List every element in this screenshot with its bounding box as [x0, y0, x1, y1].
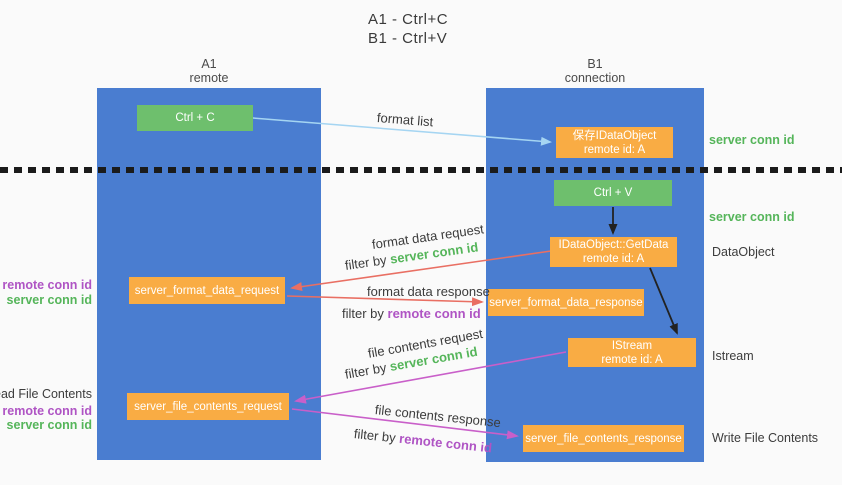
- istream-side-label: Istream: [712, 349, 754, 363]
- remote-conn-id-label: remote conn id: [2, 403, 92, 418]
- remote-conn-id-label: remote conn id: [2, 278, 92, 292]
- save-idataobject-box: 保存IDataObject remote id: A: [556, 127, 673, 158]
- arrow-format-list: [252, 117, 552, 146]
- lane-header-a1: A1 remote: [97, 57, 321, 85]
- server-format-data-request-box: server_format_data_request: [129, 277, 285, 304]
- idataobject-getdata-box: IDataObject::GetData remote id: A: [550, 237, 677, 267]
- istream-line1: IStream: [611, 339, 653, 352]
- server-file-contents-response-box: server_file_contents_response: [523, 425, 684, 452]
- format-data-response-filter-label: filter by remote conn id: [342, 306, 481, 321]
- diagram-title: A1 - Ctrl+C B1 - Ctrl+V: [368, 10, 448, 48]
- write-file-contents-label: Write File Contents: [712, 431, 819, 445]
- server-format-data-response-label: server_format_data_response: [489, 296, 643, 309]
- ctrl-v-label: Ctrl + V: [593, 187, 633, 199]
- ctrl-v-box: Ctrl + V: [554, 180, 672, 206]
- ctrl-c-label: Ctrl + C: [175, 112, 215, 124]
- istream-box: IStream remote id: A: [568, 338, 696, 367]
- read-file-contents-group: Read File Contents remote conn id server…: [0, 387, 92, 433]
- arrow-file-contents-request: [294, 351, 567, 404]
- lane-a1-name: A1: [201, 57, 217, 71]
- server-conn-id-label: server conn id: [6, 418, 92, 432]
- remote-conn-id-key: remote conn id: [387, 306, 481, 321]
- clipboard-boundary-divider: [0, 167, 842, 173]
- filter-by-text: filter by: [342, 306, 388, 321]
- arrow-file-contents-response: [291, 408, 519, 440]
- lane-a1-subtitle: remote: [189, 71, 229, 85]
- ctrl-c-box: Ctrl + C: [137, 105, 253, 131]
- server-file-contents-request-box: server_file_contents_request: [127, 393, 289, 420]
- getdata-line1: IDataObject::GetData: [558, 239, 669, 251]
- server-conn-id-label: server conn id: [6, 292, 92, 307]
- server-format-data-response-box: server_format_data_response: [488, 289, 644, 316]
- arrow-getdata-to-istream: [649, 267, 678, 335]
- title-line-ctrl-v: B1 - Ctrl+V: [368, 30, 448, 47]
- dataobject-label: DataObject: [712, 245, 775, 259]
- server-conn-id-label-mid: server conn id: [709, 210, 795, 224]
- istream-line2: remote id: A: [601, 353, 663, 366]
- title-line-ctrl-c: A1 - Ctrl+C: [368, 11, 449, 28]
- arrow-format-data-request: [290, 250, 552, 292]
- save-idataobject-line1: 保存IDataObject: [572, 129, 657, 142]
- server-file-contents-request-label: server_file_contents_request: [134, 400, 282, 413]
- lane-header-b1: B1 connection: [486, 57, 704, 85]
- server-format-data-request-label: server_format_data_request: [134, 284, 280, 297]
- format-data-response-label: format data response: [367, 284, 490, 299]
- getdata-line2: remote id: A: [582, 253, 645, 265]
- lane-b1-subtitle: connection: [564, 71, 626, 85]
- lane-b1-name: B1: [587, 57, 603, 71]
- server-conn-id-label-top: server conn id: [709, 133, 795, 147]
- server-file-contents-response-label: server_file_contents_response: [525, 432, 682, 445]
- save-idataobject-line2: remote id: A: [583, 143, 646, 156]
- read-file-contents-label: Read File Contents: [0, 387, 92, 401]
- arrow-format-data-response: [286, 295, 484, 307]
- format-request-conn-ids: remote conn id server conn id: [2, 278, 92, 307]
